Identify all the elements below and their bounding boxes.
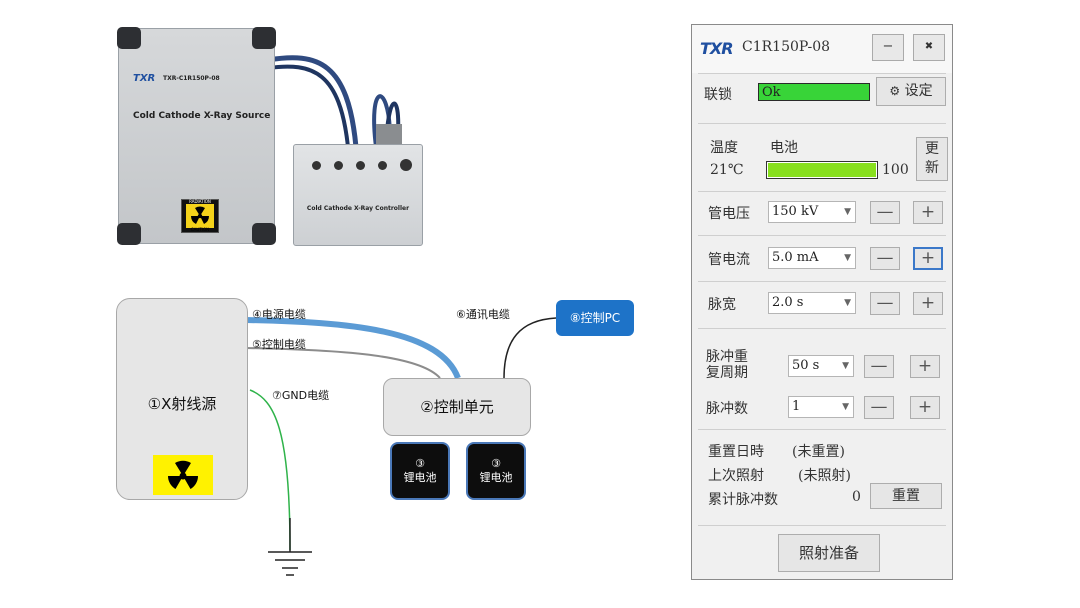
settings-label: 设定 xyxy=(904,83,933,99)
tube-current-select[interactable]: 5.0 mA ▼ xyxy=(768,247,856,269)
pulse-period-decrease-button[interactable]: — xyxy=(864,355,894,378)
pulse-width-select[interactable]: 2.0 s ▼ xyxy=(768,292,856,314)
reset-button[interactable]: 重置 xyxy=(870,483,942,509)
pulse-period-value: 50 s xyxy=(792,358,820,373)
radiation-label: RADIATION CAUTION xyxy=(181,199,219,233)
pulse-width-increase-button[interactable]: + xyxy=(913,292,943,315)
pulse-width-label: 脉宽 xyxy=(708,297,736,313)
pulse-period-increase-button[interactable]: + xyxy=(910,355,940,378)
battery-level-value: 100 xyxy=(882,162,909,178)
title-bar: TXR C1R150P-08 − ✖ xyxy=(692,25,952,73)
comm-cable-line xyxy=(503,317,557,379)
pulse-width-decrease-button[interactable]: — xyxy=(870,292,900,315)
gnd-cable-label: ⑦GND电缆 xyxy=(272,389,330,402)
total-pulses-value: 0 xyxy=(852,489,861,505)
control-unit-node: ②控制单元 xyxy=(383,378,531,436)
pulse-count-value: 1 xyxy=(792,399,801,414)
chevron-down-icon: ▼ xyxy=(844,298,851,308)
exposure-ready-button[interactable]: 照射准备 xyxy=(778,534,880,572)
minimize-button[interactable]: − xyxy=(872,34,904,61)
chevron-down-icon: ▼ xyxy=(844,207,851,217)
xray-source-node: ①X射线源 xyxy=(116,298,248,500)
tube-current-value: 5.0 mA xyxy=(772,250,819,265)
cables-photo xyxy=(267,55,402,148)
tube-voltage-value: 150 kV xyxy=(772,204,819,219)
battery-label: 锂电池 xyxy=(403,471,437,484)
product-photo: TXR TXR-C1R150P-08 Cold Cathode X-Ray So… xyxy=(117,22,433,250)
interlock-label: 联锁 xyxy=(704,87,732,103)
comm-cable-label: ⑥通讯电缆 xyxy=(456,308,510,321)
refresh-label-line2: 新 xyxy=(925,160,939,176)
source-model: TXR-C1R150P-08 xyxy=(163,75,220,82)
temperature-value: 21℃ xyxy=(710,162,744,178)
battery-level-fill xyxy=(768,163,876,177)
pulse-period-label-line2: 复周期 xyxy=(706,365,748,381)
control-pc-node: ⑧控制PC xyxy=(556,300,634,336)
pulse-count-label: 脉冲数 xyxy=(706,401,748,417)
source-title: Cold Cathode X-Ray Source xyxy=(133,111,271,121)
radiation-top-text: RADIATION xyxy=(189,199,211,204)
battery-node-2: ③ 锂电池 xyxy=(466,442,526,500)
close-button[interactable]: ✖ xyxy=(913,34,945,61)
tube-voltage-select[interactable]: 150 kV ▼ xyxy=(768,201,856,223)
power-cable-line xyxy=(245,317,461,380)
controller-photo: Cold Cathode X-Ray Controller xyxy=(293,144,423,246)
control-cable-line xyxy=(245,347,441,379)
pulse-count-decrease-button[interactable]: — xyxy=(864,396,894,419)
temperature-label: 温度 xyxy=(710,140,738,156)
app-logo: TXR xyxy=(700,39,734,58)
refresh-label-line1: 更 xyxy=(925,141,939,157)
power-cable-label: ④电源电缆 xyxy=(252,308,306,321)
xray-source-photo: TXR TXR-C1R150P-08 Cold Cathode X-Ray So… xyxy=(117,27,276,245)
interlock-status: Ok xyxy=(758,83,870,101)
connection-diagram: ①X射线源 ②控制单元 ③ 锂电池 ③ 锂电池 ⑧控制PC ④电源电缆 ⑤控制电… xyxy=(100,290,660,590)
diagram-lines xyxy=(245,317,557,576)
ground-icon xyxy=(268,518,312,576)
controller-title: Cold Cathode X-Ray Controller xyxy=(306,205,410,212)
battery-level-label: 电池 xyxy=(770,140,798,156)
battery-node-1: ③ 锂电池 xyxy=(390,442,450,500)
total-pulses-label: 累计脉冲数 xyxy=(708,492,778,508)
radiation-hazard-icon xyxy=(153,455,213,495)
current-decrease-button[interactable]: — xyxy=(870,247,900,270)
reset-time-label: 重置日時 xyxy=(708,444,764,460)
pulse-period-label-line1: 脉冲重 xyxy=(706,349,748,365)
gnd-cable-line xyxy=(249,389,291,551)
voltage-decrease-button[interactable]: — xyxy=(870,201,900,224)
reset-time-value: (未重置) xyxy=(792,444,845,460)
radiation-bottom-text: CAUTION xyxy=(190,227,210,232)
pulse-period-label: 脉冲重 复周期 xyxy=(706,349,748,381)
gear-icon: ⚙ xyxy=(889,84,901,98)
control-app-window: TXR C1R150P-08 − ✖ 联锁 Ok ⚙ 设定 温度 21℃ 电池 … xyxy=(691,24,953,580)
chevron-down-icon: ▼ xyxy=(842,361,849,371)
pulse-count-increase-button[interactable]: + xyxy=(910,396,940,419)
tube-current-label: 管电流 xyxy=(708,252,750,268)
current-increase-button[interactable]: + xyxy=(913,247,943,270)
source-logo: TXR xyxy=(133,73,156,84)
pulse-period-select[interactable]: 50 s ▼ xyxy=(788,355,854,377)
pulse-count-select[interactable]: 1▼ xyxy=(788,396,854,418)
settings-button[interactable]: ⚙ 设定 xyxy=(876,77,946,106)
battery-level-bar xyxy=(766,161,878,179)
last-exposure-value: (未照射) xyxy=(798,468,851,484)
control-cable-label: ⑤控制电缆 xyxy=(252,338,306,351)
app-title: C1R150P-08 xyxy=(742,39,831,55)
chevron-down-icon: ▼ xyxy=(842,402,849,412)
last-exposure-label: 上次照射 xyxy=(708,468,764,484)
radiation-icon xyxy=(186,204,214,228)
refresh-button[interactable]: 更 新 xyxy=(916,137,948,181)
voltage-increase-button[interactable]: + xyxy=(913,201,943,224)
battery-number: ③ xyxy=(491,457,501,470)
tube-voltage-label: 管电压 xyxy=(708,206,750,222)
xray-source-label: ①X射线源 xyxy=(147,395,217,413)
control-unit-label: ②控制单元 xyxy=(420,398,494,416)
chevron-down-icon: ▼ xyxy=(844,253,851,263)
pulse-width-value: 2.0 s xyxy=(772,295,804,310)
battery-number: ③ xyxy=(415,457,425,470)
battery-label: 锂电池 xyxy=(479,471,513,484)
